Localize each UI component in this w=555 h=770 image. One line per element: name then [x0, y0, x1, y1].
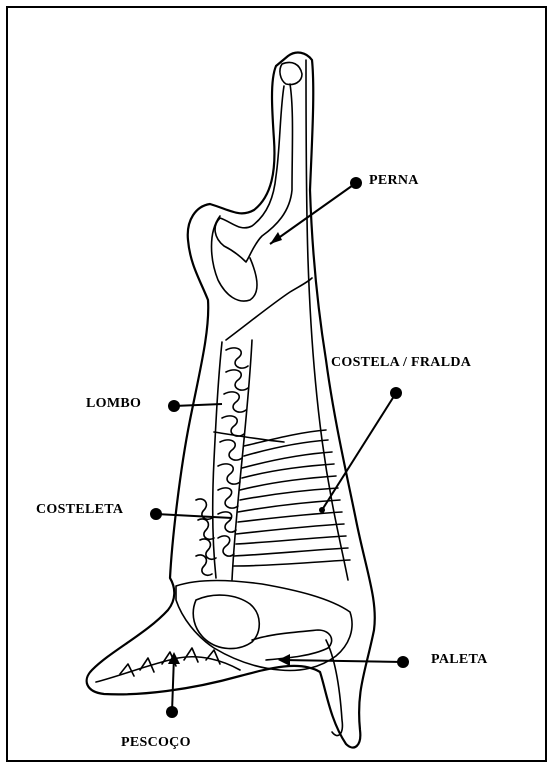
spine-outer — [213, 342, 222, 578]
label-costeleta: COSTELETA — [36, 502, 123, 518]
humerus — [252, 630, 332, 660]
label-perna: PERNA — [369, 173, 419, 189]
label-paleta: PALETA — [431, 652, 488, 668]
leader-lombo — [168, 400, 222, 412]
leader-perna — [270, 177, 362, 244]
label-costela-fralda: COSTELA / FRALDA — [331, 355, 471, 371]
femur-outline — [212, 216, 257, 301]
ribs — [234, 430, 350, 566]
hock-detail — [280, 62, 302, 84]
label-pescoco: PESCOÇO — [121, 735, 191, 751]
perna-division-line — [226, 278, 312, 340]
leader-costela-fralda — [319, 387, 402, 513]
leader-pescoco — [166, 652, 180, 718]
label-lombo: LOMBO — [86, 396, 141, 412]
